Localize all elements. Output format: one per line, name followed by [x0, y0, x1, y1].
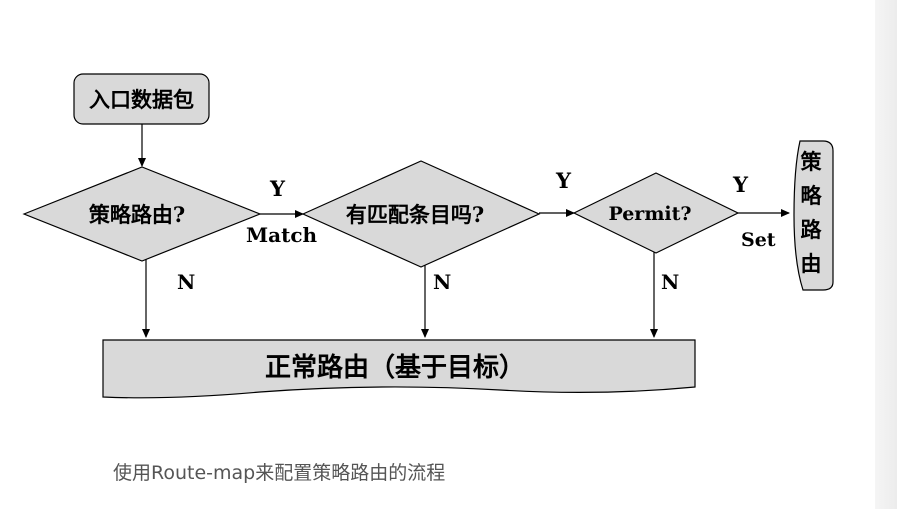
policy-routing-char-4: 由: [801, 251, 822, 276]
edge-label-y1: Y: [269, 176, 286, 201]
policy-routing-char-3: 路: [801, 217, 823, 242]
normal-routing-node: [102, 339, 696, 399]
edge-label-n2: N: [433, 270, 451, 294]
edge-label-n3: N: [661, 270, 679, 294]
decision-match-label: 有匹配条目吗?: [346, 202, 484, 227]
edge-label-n1: N: [177, 270, 195, 294]
window-edge: [875, 0, 897, 509]
decision-policy-label: 策略路由?: [89, 202, 185, 227]
policy-routing-node: [793, 140, 834, 291]
edge-label-y3: Y: [732, 172, 749, 197]
edge-label-y2: Y: [555, 168, 572, 193]
policy-routing-char-1: 策: [801, 149, 823, 174]
entry-node-label: 入口数据包: [89, 87, 194, 112]
decision-permit-label: Permit?: [608, 203, 691, 225]
edge-label-match: Match: [246, 223, 318, 247]
decision-match: [301, 160, 541, 268]
figure-caption: 使用Route-map来配置策略路由的流程: [113, 462, 446, 484]
edge-label-set: Set: [741, 229, 776, 251]
policy-routing-char-2: 略: [801, 183, 823, 208]
normal-routing-label: 正常路由（基于目标）: [265, 352, 525, 383]
